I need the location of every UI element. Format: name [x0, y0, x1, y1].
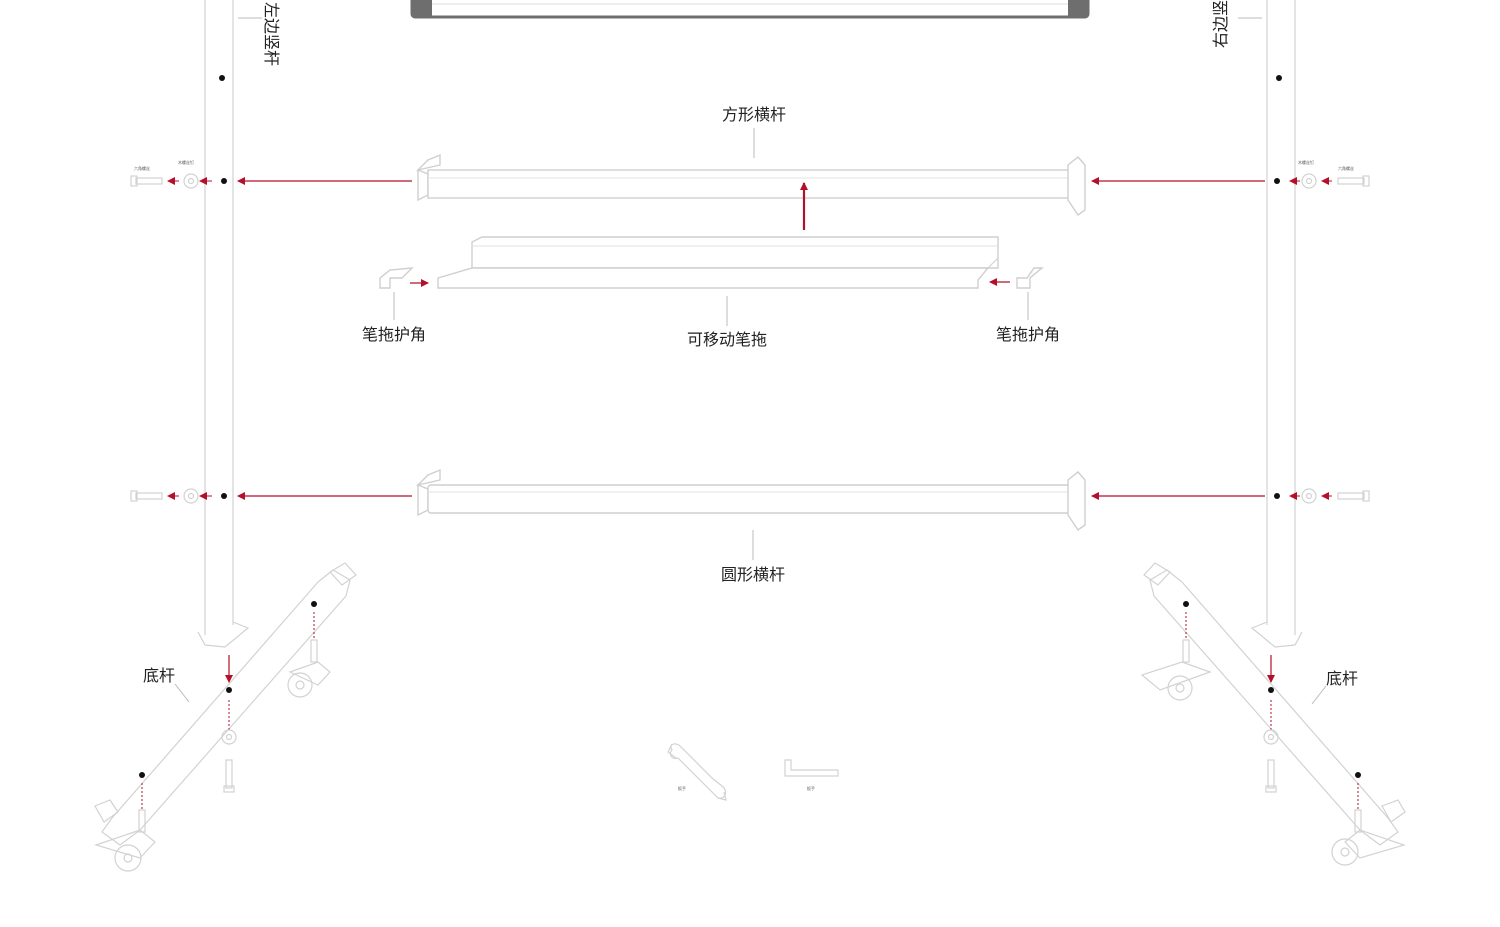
- movable-pen-tray: [437, 236, 999, 289]
- right-round-fasteners: [1091, 488, 1370, 504]
- left-vertical-post: [197, 0, 262, 648]
- board-bottom-frame: [410, 0, 1090, 19]
- left-square-fasteners: 木螺丝钉 六角螺丝: [130, 159, 412, 189]
- bolt-icon: [1265, 759, 1277, 793]
- round-crossbar: [415, 468, 1086, 531]
- caster-wheel-icon: [1331, 809, 1406, 866]
- left-post-hole-top: [219, 75, 225, 81]
- washer-icon: [1263, 729, 1279, 745]
- right-square-fasteners: 木螺丝钉 六角螺丝: [1091, 159, 1370, 189]
- base-rod-right-label: 底杆: [1326, 669, 1358, 688]
- washer-icon: [221, 729, 237, 745]
- svg-text:扳手: 扳手: [807, 785, 815, 791]
- base-rod-left-label: 底杆: [143, 666, 175, 685]
- washer-icon: [183, 173, 199, 189]
- right-base-rod: [1149, 569, 1399, 846]
- tray-corner-right-label: 笔拖护角: [996, 325, 1060, 344]
- washer-icon: [1301, 173, 1317, 189]
- bolt-icon: [223, 759, 235, 793]
- svg-text:木螺丝钉: 木螺丝钉: [1298, 159, 1314, 165]
- bolt-icon: [130, 175, 163, 187]
- bolt-icon: [130, 490, 163, 502]
- tray-corner-left: [379, 267, 429, 320]
- svg-text:六角螺丝: 六角螺丝: [134, 165, 150, 171]
- caster-wheel-icon: [94, 809, 156, 872]
- svg-text:六角螺丝: 六角螺丝: [1338, 165, 1354, 171]
- caster-wheel-icon: [287, 639, 331, 698]
- right-post-hole-top: [1276, 75, 1282, 81]
- movable-pen-tray-label: 可移动笔拖: [687, 330, 767, 349]
- wrench-icon: 扳手: [667, 743, 727, 801]
- lock-cap-icon: [1143, 562, 1406, 823]
- right-vertical-post: [1238, 0, 1303, 648]
- left-base-rod: [101, 569, 351, 846]
- allen-key-icon: 扳手: [784, 759, 839, 791]
- left-side-rod-label: 左边竖杆: [262, 2, 281, 66]
- caster-wheel-icon: [1140, 639, 1212, 701]
- washer-icon: [1301, 488, 1317, 504]
- right-side-rod-label: 右边竖杆: [1211, 0, 1230, 48]
- lock-cap-icon: [94, 562, 357, 823]
- tray-corner-right: [989, 267, 1044, 320]
- square-crossbar: [415, 153, 1086, 216]
- washer-icon: [183, 488, 199, 504]
- left-round-fasteners: [130, 488, 412, 504]
- bolt-icon: [1337, 490, 1370, 502]
- tray-corner-left-label: 笔拖护角: [362, 325, 426, 344]
- bolt-icon: [1337, 175, 1370, 187]
- svg-text:木螺丝钉: 木螺丝钉: [178, 159, 194, 165]
- square-crossbar-label: 方形横杆: [722, 105, 786, 124]
- svg-text:扳手: 扳手: [678, 785, 686, 791]
- round-crossbar-label: 圆形横杆: [721, 565, 785, 584]
